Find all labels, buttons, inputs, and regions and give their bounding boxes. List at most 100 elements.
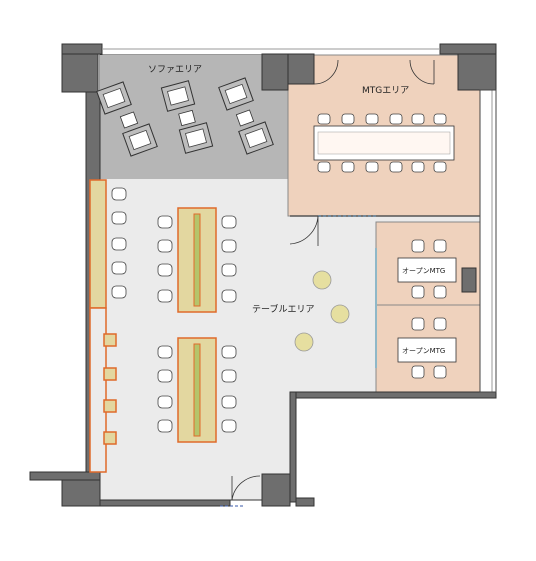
round-table-3 (294, 332, 314, 352)
table-chairs-right-1 (221, 215, 237, 303)
bench-chair (111, 237, 127, 251)
table-chair (157, 239, 173, 253)
mtg-chair (341, 161, 355, 173)
open-mtg-chair (433, 285, 447, 299)
table-chair (157, 289, 173, 303)
open-mtg-table-2 (397, 337, 457, 363)
door-mtg-right (409, 59, 435, 85)
open-mtg-chair (411, 317, 425, 331)
bench-chair (111, 187, 127, 201)
wall-bottom (99, 499, 231, 507)
mtg-chair (389, 113, 403, 125)
table-chair (221, 369, 237, 383)
open-mtg-chair (433, 365, 447, 379)
sofa-2-seat (128, 129, 152, 151)
table-chair (157, 369, 173, 383)
bench-chair (111, 261, 127, 275)
column-mtg-top (287, 53, 315, 85)
open-mtg-1-chairs (411, 239, 447, 299)
bench-stools (103, 333, 117, 445)
open-mtg-2-chairs (411, 317, 447, 379)
open-mtg-1-label: オープンMTG (402, 267, 445, 275)
wall-right-lower (289, 391, 297, 503)
table-chair (221, 263, 237, 277)
window-right-frame (479, 89, 497, 393)
coffee-table-3 (235, 109, 255, 127)
sofa-4-seat (185, 128, 207, 148)
mtg-chair (317, 161, 331, 173)
sofa-group (96, 77, 274, 157)
bench-chair (111, 285, 127, 299)
table-chairs-left-1 (157, 215, 173, 303)
mtg-chair (365, 161, 379, 173)
column-top-right (457, 53, 497, 91)
table-chair (221, 239, 237, 253)
mtg-chairs-top (317, 113, 447, 125)
sofa-1-seat (102, 87, 126, 109)
bench-counter-upper (89, 179, 107, 309)
table-chair (221, 289, 237, 303)
mtg-chair (433, 113, 447, 125)
mtg-chair (365, 113, 379, 125)
door-mtg-bottom (289, 215, 319, 246)
table-chair (157, 263, 173, 277)
mtg-table-inner (317, 131, 451, 155)
open-mtg-chair (433, 239, 447, 253)
open-mtg-chair (411, 365, 425, 379)
table-area-label: テーブルエリア (252, 303, 314, 315)
table-chair (221, 419, 237, 433)
open-mtg-chair (433, 317, 447, 331)
open-mtg-chair (411, 285, 425, 299)
wall-bottom-right (295, 391, 497, 399)
mtg-chair (433, 161, 447, 173)
wall-bottom-left (29, 471, 101, 481)
round-table-2 (330, 304, 350, 324)
table-chairs-left-2 (157, 345, 173, 433)
wall-top-left (61, 43, 103, 55)
mtg-chair (411, 161, 425, 173)
stool (103, 431, 117, 445)
open-mtg-2-label: オープンMTG (402, 347, 445, 355)
column-top-left (61, 53, 99, 93)
table-chair (157, 419, 173, 433)
bench-chairs (111, 187, 127, 299)
mtg-chair (389, 161, 403, 173)
stool (103, 333, 117, 347)
column-bottom-left (61, 479, 101, 507)
stool (103, 399, 117, 413)
mtg-chair (411, 113, 425, 125)
column-bottom-mid (261, 473, 291, 507)
work-table-1-center (193, 213, 201, 307)
table-chair (221, 395, 237, 409)
sofa-area-label: ソファエリア (148, 65, 202, 75)
sofa-6-seat (244, 127, 268, 149)
table-chair (157, 395, 173, 409)
open-mtg-floor (375, 221, 481, 393)
open-mtg-chair (411, 239, 425, 253)
coffee-table-1 (119, 111, 139, 129)
table-chairs-right-2 (221, 345, 237, 433)
table-chair (221, 345, 237, 359)
table-chair (157, 345, 173, 359)
mtg-chair (317, 113, 331, 125)
column-right-mid (461, 267, 477, 293)
door-mtg-left (313, 59, 339, 85)
wall-right-lower-stub (295, 497, 315, 507)
stool (103, 367, 117, 381)
mtg-chair (341, 113, 355, 125)
door-entrance (231, 475, 261, 501)
round-table-1 (312, 270, 332, 290)
open-mtg-table-1 (397, 257, 457, 283)
wall-top-right (439, 43, 497, 55)
mtg-area-label: MTGエリア (362, 86, 409, 96)
column-mid-top (261, 53, 289, 91)
coffee-table-2 (178, 109, 196, 127)
bench-chair (111, 211, 127, 225)
mtg-chairs-bottom (317, 161, 447, 173)
sofa-3-seat (167, 86, 189, 106)
work-table-2-center (193, 343, 201, 437)
table-chair (157, 215, 173, 229)
bench-counter-lower (89, 307, 107, 473)
table-chair (221, 215, 237, 229)
